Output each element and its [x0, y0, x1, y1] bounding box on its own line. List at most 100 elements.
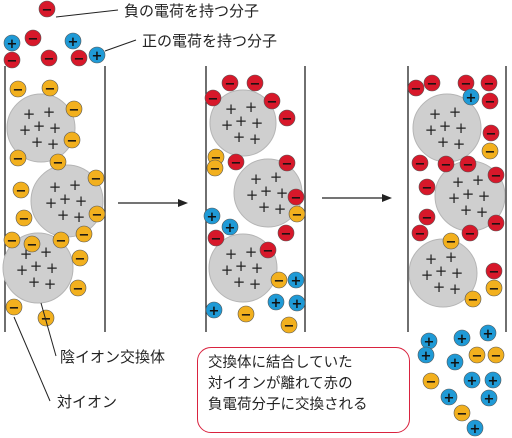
bead-plus-sign: + [246, 186, 259, 204]
positive-molecule-ion-sign: + [421, 349, 432, 364]
negative-molecule-ion-body [485, 262, 503, 280]
positive-molecule-ion: + [3, 34, 21, 52]
counter-ion-sign: − [446, 235, 457, 250]
counter-ion-body [87, 169, 105, 187]
positive-molecule-ion-body [479, 324, 497, 342]
bead-plus-sign: + [19, 121, 32, 139]
bead-plus-sign: + [47, 135, 60, 153]
counter-ion-body [206, 159, 224, 177]
bead-plus-sign: + [73, 208, 86, 226]
counter-ion: − [481, 142, 499, 160]
positive-molecule-ion: + [480, 389, 498, 407]
bead-plus-sign: + [57, 206, 70, 224]
bead-plus-sign: + [437, 133, 450, 151]
positive-molecule-ion-body [205, 301, 223, 319]
bead-plus-sign: + [31, 133, 44, 151]
bead-plus-sign: + [258, 198, 271, 216]
bead-body [2, 232, 74, 304]
negative-molecule-ion: − [485, 262, 503, 280]
positive-molecule-ion-sign: + [68, 35, 79, 50]
negative-molecule-ion-sign: − [411, 82, 422, 97]
positive-molecule-ion-body [466, 419, 484, 437]
negative-molecule-ion-sign: − [282, 157, 293, 172]
positive-molecule-ion-body [203, 207, 221, 225]
negative-molecule-ion-body [259, 241, 277, 259]
bead-plus-sign: + [49, 178, 62, 196]
counter-ion: − [270, 271, 288, 289]
negative-molecule-ion: − [407, 79, 425, 97]
counter-ion-sign: − [9, 301, 20, 316]
counter-ion: − [52, 231, 70, 249]
negative-molecule-ion-body [38, 0, 56, 18]
counter-ion-sign: − [241, 308, 252, 323]
negative-molecule-ion: − [482, 124, 500, 142]
bead-body [209, 89, 277, 157]
bead-plus-sign: + [472, 171, 485, 189]
counter-ion: − [464, 290, 482, 308]
negative-molecule-ion-sign: − [7, 54, 18, 69]
positive-molecule-ion: + [205, 301, 223, 319]
negative-molecule-ion: − [204, 89, 222, 107]
negative-molecule-ion-sign: − [427, 77, 438, 92]
label-positive-molecule: 正の電荷を持つ分子 [142, 32, 277, 50]
bead-plus-sign: + [235, 112, 248, 130]
counter-ion-body [52, 231, 70, 249]
bead-plus-sign: + [33, 117, 46, 135]
negative-molecule-ion: − [287, 188, 305, 206]
counter-ion-sign: − [274, 274, 285, 289]
positive-molecule-ion: + [267, 293, 285, 311]
counter-ion: − [49, 153, 67, 171]
negative-molecule-ion-sign: − [491, 169, 502, 184]
counter-ion-sign: − [426, 375, 437, 390]
negative-molecule-ion: − [40, 49, 58, 67]
negative-molecule-ion-body [40, 49, 58, 67]
negative-molecule-ion: − [481, 92, 499, 110]
positive-molecule-ion-body [3, 34, 21, 52]
counter-ion: − [5, 298, 23, 316]
negative-molecule-ion-sign: − [422, 211, 433, 226]
positive-molecule-ion: + [446, 353, 464, 371]
counter-ion: − [487, 346, 505, 364]
counter-ion-body [12, 181, 30, 199]
exchanger-beads: ++++++++++++++++++++++++++++++++++++++++… [2, 89, 506, 308]
bead-plus-sign: + [425, 121, 438, 139]
counter-ion-sign: − [472, 349, 483, 364]
negative-molecule-ion: − [437, 155, 455, 173]
bead-plus-sign: + [49, 119, 62, 137]
counter-ion-sign: − [19, 212, 30, 227]
bead-plus-sign: + [462, 185, 475, 203]
bead-plus-sign: + [221, 116, 234, 134]
positive-molecule-ion-sign: + [424, 335, 435, 350]
negative-molecule-ion-body [287, 188, 305, 206]
positive-molecule-ion: + [479, 324, 497, 342]
negative-molecule-ion-sign: − [44, 52, 55, 67]
negative-molecule-ion-body [278, 154, 296, 172]
counter-ion-sign: − [79, 228, 90, 243]
counter-ion-body [15, 209, 33, 227]
negative-molecule-ion: − [207, 229, 225, 247]
negative-molecule-ion-sign: − [465, 227, 476, 242]
label-counter-ion: 対イオン [57, 393, 117, 411]
negative-molecule-ion-sign: − [282, 112, 293, 127]
counter-ion-sign: − [73, 282, 84, 297]
positive-molecule-ion-sign: + [209, 304, 220, 319]
negative-molecule-ion: − [411, 224, 429, 242]
positive-molecule-ion-sign: + [271, 296, 282, 311]
negative-molecule-ion: − [278, 109, 296, 127]
counter-ion-body [37, 309, 55, 327]
leader-lines [13, 9, 137, 402]
counter-ion-body [75, 225, 93, 243]
positive-molecule-ion-body [463, 371, 481, 389]
positive-molecule-ion-body [267, 293, 285, 311]
negative-molecule-ion: − [278, 154, 296, 172]
counter-ion-sign: − [27, 238, 38, 253]
exchanger-bead: +++++++ [2, 232, 74, 304]
counter-ion-sign: − [210, 162, 221, 177]
bead-body [6, 93, 76, 163]
counter-ion: − [37, 309, 55, 327]
explanation-line-3: 負電荷分子に交換される [208, 397, 368, 413]
bead-plus-sign: + [439, 117, 452, 135]
bead-plus-sign: + [270, 168, 283, 186]
negative-molecule-ion: − [418, 178, 436, 196]
negative-molecule-ion-sign: − [463, 158, 474, 173]
